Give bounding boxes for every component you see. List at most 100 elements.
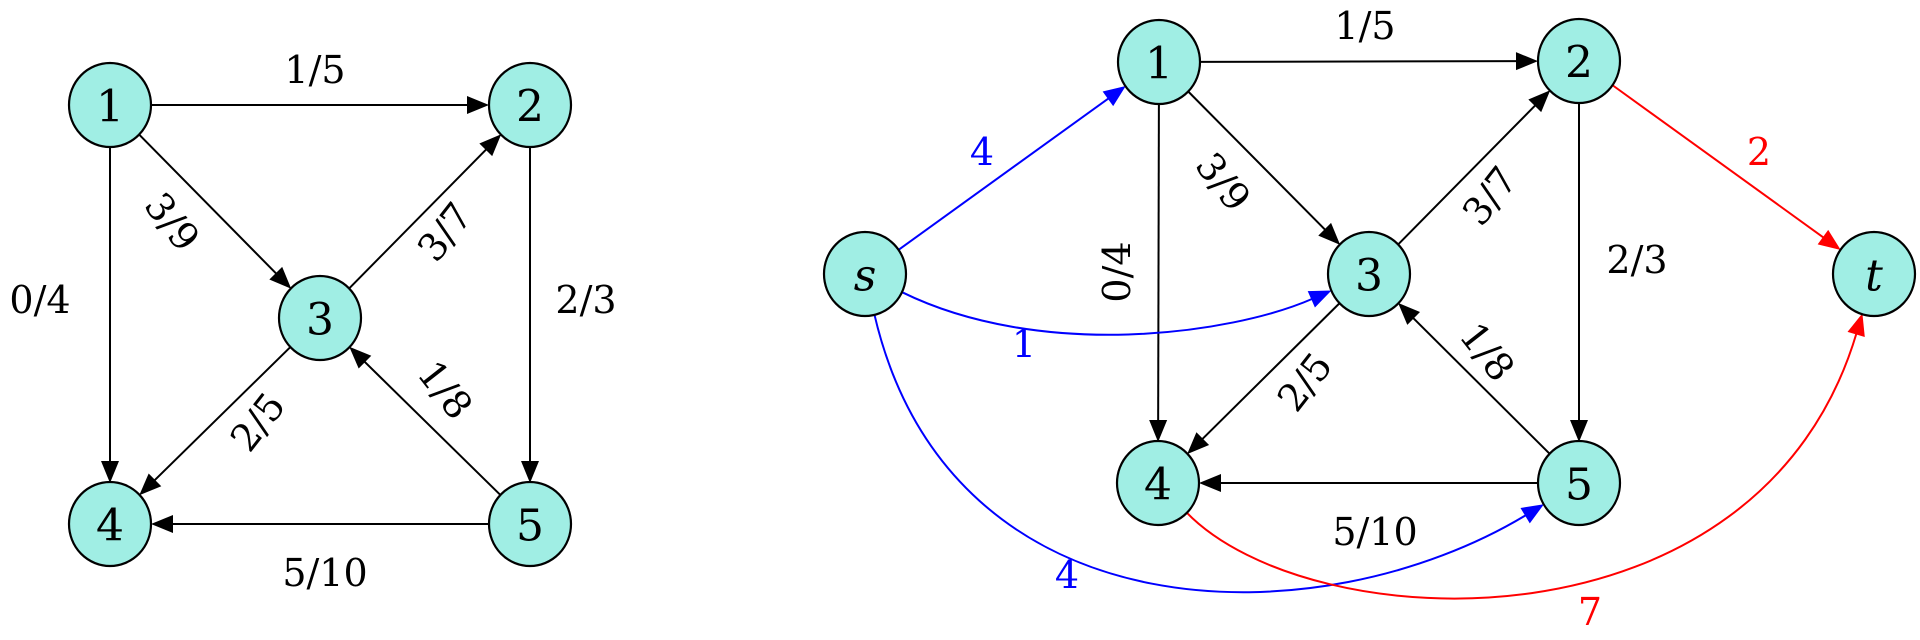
edge-label: 1/5: [284, 48, 345, 92]
edge-label: 2/5: [1269, 344, 1341, 419]
edge-line: [1187, 90, 1327, 232]
arrowhead: [349, 346, 372, 369]
node-circle: [1116, 18, 1202, 106]
node-label: 3: [1355, 251, 1383, 302]
node-label: 2: [1565, 38, 1593, 89]
arrowhead: [521, 461, 539, 483]
node-label: 5: [516, 501, 544, 552]
edge-label: 1/5: [1334, 4, 1395, 48]
node-3: 3: [1326, 230, 1412, 318]
edge-label: 4: [970, 130, 994, 174]
edge-label: 2/3: [555, 278, 616, 322]
edge-4-to-t: 7: [1185, 313, 1865, 634]
edge-s-to-1: 4: [897, 85, 1126, 251]
arrowhead: [1102, 85, 1126, 107]
node-1: 1: [67, 61, 153, 149]
node-label: 4: [1144, 460, 1172, 511]
edge-line: [1185, 332, 1858, 600]
edge-label: 1/8: [1451, 314, 1523, 389]
node-4: 4: [67, 480, 153, 568]
arrowhead: [101, 461, 119, 483]
edge-label: 1: [1012, 322, 1036, 366]
arrowhead: [1570, 420, 1588, 442]
node-label: t: [1865, 251, 1883, 302]
edge-line: [152, 345, 292, 482]
node-circle: [1831, 230, 1917, 318]
edge-line: [1199, 60, 1519, 63]
arrowhead: [1520, 504, 1544, 524]
edge-label: 5/10: [1332, 510, 1417, 554]
edge-line: [901, 291, 1314, 336]
edge-line: [1397, 103, 1537, 246]
node-2: 2: [1536, 17, 1622, 105]
arrowhead: [1187, 432, 1210, 455]
arrowhead: [1847, 313, 1865, 337]
edge-label: 7: [1578, 590, 1602, 634]
edge-s-to-5: 4: [873, 313, 1544, 597]
arrowhead: [1199, 474, 1221, 492]
arrowhead: [1515, 52, 1539, 71]
node-circle: [277, 274, 363, 362]
edge-3-to-4: 2/5: [1187, 302, 1341, 455]
arrowhead: [1398, 302, 1421, 325]
node-circle: [1536, 439, 1622, 527]
edge-1-to-2: 1/5: [1199, 4, 1539, 71]
node-label: 1: [96, 82, 124, 133]
arrowhead: [139, 473, 162, 496]
edge-label: 3/9: [136, 184, 208, 259]
node-label: 2: [516, 82, 544, 133]
edge-line: [897, 96, 1111, 251]
arrowhead: [1149, 419, 1168, 443]
node-circle: [67, 480, 153, 568]
node-label: 5: [1565, 460, 1593, 511]
node-label: 1: [1145, 39, 1173, 90]
edge-label: 3/7: [409, 194, 481, 269]
edge-label: 0/4: [1095, 241, 1139, 302]
edge-label: 2/3: [1606, 238, 1667, 282]
edge-line: [873, 313, 1528, 594]
edge-label: 2: [1747, 130, 1771, 174]
node-label: s: [854, 251, 877, 302]
edge-3-to-2: 3/7: [1397, 90, 1551, 246]
edge-label: 2/5: [222, 384, 294, 459]
edge-line: [1611, 84, 1826, 240]
node-3: 3: [277, 274, 363, 362]
edge-line: [1157, 102, 1160, 423]
edge-5-to-3: 1/8: [349, 346, 502, 497]
nodes: s 1 2 3 4 5 t: [822, 17, 1917, 527]
node-label: 4: [96, 501, 124, 552]
nodes: 1 2 3 4 5: [67, 61, 573, 568]
edge-1-to-4: 0/4: [1095, 102, 1168, 443]
edge-line: [348, 147, 488, 290]
arrowhead: [1307, 290, 1332, 308]
edge-1-to-4: 0/4: [9, 146, 119, 483]
node-t: t: [1831, 230, 1917, 318]
arrowhead: [467, 96, 489, 114]
node-circle: [822, 230, 908, 318]
node-1: 1: [1116, 18, 1202, 106]
edge-s-to-3: 1: [901, 290, 1332, 366]
edges: 1/5 3/9 0/4 3/7 2/3 2/5 1/8 5/10 4 1 4 2 7: [873, 4, 1865, 634]
edge-1-to-3: 3/9: [136, 133, 292, 289]
node-circle: [487, 61, 573, 149]
arrowhead: [1318, 222, 1341, 245]
node-circle: [1115, 439, 1201, 527]
arrowhead: [269, 266, 292, 289]
edge-label: 3/7: [1454, 158, 1526, 233]
edge-line: [1411, 316, 1551, 455]
edge-5-to-4: 5/10: [1199, 474, 1538, 554]
edge-5-to-3: 1/8: [1398, 302, 1551, 455]
node-5: 5: [487, 480, 573, 568]
edge-line: [1200, 302, 1341, 441]
edge-1-to-3: 3/9: [1187, 90, 1341, 245]
arrowhead: [1528, 90, 1551, 113]
edge-line: [138, 133, 278, 276]
edge-3-to-2: 3/7: [348, 134, 502, 290]
edge-line: [362, 360, 502, 497]
edge-label: 0/4: [9, 278, 70, 322]
edge-2-to-5: 2/3: [1570, 102, 1668, 442]
arrowhead: [151, 515, 173, 533]
edge-label: 4: [1055, 553, 1079, 597]
